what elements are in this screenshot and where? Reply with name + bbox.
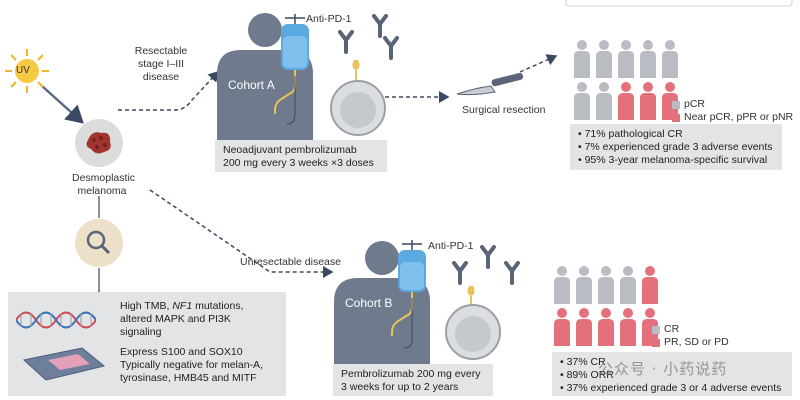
uv-label: UV [16, 65, 30, 76]
t-cell-icon [445, 286, 501, 360]
person-icon [574, 82, 590, 120]
cohort-a-regimen-line1: Neoadjuvant pembrolizumab [223, 144, 357, 156]
genomic-line3: signaling [120, 326, 162, 338]
resectable-arrow [118, 70, 220, 111]
legend-label-pr-sd-pd: PR, SD or PD [664, 336, 729, 348]
person-icon [554, 266, 570, 304]
cohort-a-grid [574, 40, 678, 120]
features-box [8, 292, 286, 396]
cohort-a-stat: 7% experienced grade 3 adverse events [578, 141, 774, 154]
antibody-icon [338, 14, 399, 60]
person-icon [596, 82, 612, 120]
slide-icon [22, 347, 106, 381]
ihc-line3: tyrosinase, HMB45 and MITF [120, 372, 257, 384]
genomic-features: High TMB, NF1 mutations, altered MAPK an… [120, 300, 244, 339]
genomic-nf1: NF1 [172, 300, 193, 312]
melanoma-label-line1: Desmoplastic [72, 172, 136, 184]
melanoma-label-line2: melanoma [77, 185, 127, 197]
person-icon [618, 82, 634, 120]
legend-item-pr-sd-pd: PR, SD or PD [652, 336, 729, 349]
person-icon [574, 40, 590, 78]
ihc-line2: Typically negative for melan-A, [120, 359, 263, 371]
uv-arrow [41, 85, 84, 124]
cohort-a-person [217, 13, 313, 142]
person-icon [576, 308, 592, 346]
genomic-text-b: mutations, [192, 300, 244, 312]
cohort-b-stats-box: 37% CR 89% ORR 37% experienced grade 3 o… [552, 352, 792, 396]
resectable-line2: stage I–III [137, 58, 185, 70]
genomic-line2: altered MAPK and PI3K [120, 313, 231, 325]
person-icon [576, 266, 592, 304]
cohort-b-regimen-line1: Pembrolizumab 200 mg every [341, 368, 481, 380]
person-icon [554, 308, 570, 346]
legend-label-cr: CR [664, 323, 680, 335]
watermark: 公众号 · 小药说药 [598, 360, 728, 378]
scalpel-icon [456, 72, 524, 96]
melanoma-label: Desmoplastic melanoma [72, 172, 136, 198]
legend-label-pcr: pCR [684, 98, 706, 110]
cohort-b-label: Cohort B [345, 296, 393, 310]
person-icon [640, 40, 656, 78]
cohort-b-person [334, 241, 430, 366]
cohort-b-drug-label: Anti-PD-1 [428, 240, 474, 252]
ihc-features: Express S100 and SOX10 Typically negativ… [120, 346, 263, 385]
iv-bag-icon [274, 14, 309, 125]
cohort-b-legend: CR PR, SD or PD [652, 323, 729, 349]
antibody-icon [452, 245, 520, 285]
cohort-a-stat: 95% 3-year melanoma-specific survival [578, 154, 774, 167]
genomic-text-a: High TMB, [120, 300, 173, 312]
magnifier-icon [75, 219, 123, 267]
cohort-a-drug-label: Anti-PD-1 [306, 13, 352, 25]
person-icon [662, 40, 678, 78]
person-icon [596, 40, 612, 78]
ihc-line1: Express S100 and SOX10 [120, 346, 243, 358]
iv-bag-icon [391, 240, 426, 349]
legend-item-cr: CR [652, 323, 729, 336]
person-icon [618, 40, 634, 78]
person-icon [620, 308, 636, 346]
unresectable-label: Unresectable disease [240, 256, 341, 268]
genomic-line1: High TMB, NF1 mutations, [120, 300, 244, 313]
person-icon [642, 266, 658, 304]
legend-item-pcr: pCR [672, 98, 793, 111]
cohort-a-legend: pCR Near pCR, pPR or pNR [672, 98, 793, 124]
surgery-label: Surgical resection [462, 104, 546, 116]
cohort-b-regimen-box: Pembrolizumab 200 mg every 3 weeks for u… [333, 364, 493, 396]
person-icon [640, 82, 656, 120]
cohort-b-grid [554, 266, 658, 346]
cohort-a-regimen-line2: 200 mg every 3 weeks ×3 doses [223, 157, 374, 169]
resectable-line3: disease [142, 71, 180, 83]
uv-icon [5, 49, 49, 93]
person-icon [598, 308, 614, 346]
cohort-a-stats-box: 71% pathological CR 7% experienced grade… [570, 124, 782, 170]
cohort-b-stat: 89% ORR [560, 369, 784, 382]
legend-item-near-pcr: Near pCR, pPR or pNR [672, 111, 793, 124]
legend-label-near-pcr: Near pCR, pPR or pNR [684, 111, 794, 123]
dna-icon [16, 311, 96, 329]
person-icon [662, 82, 678, 120]
cohort-a-label: Cohort A [228, 78, 275, 92]
cohort-a-regimen-box: Neoadjuvant pembrolizumab 200 mg every 3… [215, 140, 387, 172]
person-icon [598, 266, 614, 304]
cohort-a-stat: 71% pathological CR [578, 128, 774, 141]
resectable-label: Resectable stage I–III disease [120, 45, 202, 84]
cohort-b-regimen-line2: 3 weeks for up to 2 years [341, 381, 459, 393]
resectable-line1: Resectable [134, 45, 188, 57]
results-arrow [519, 54, 558, 73]
cohort-b-stat: 37% experienced grade 3 or 4 adverse eve… [560, 382, 784, 395]
melanoma-icon [75, 119, 123, 167]
person-icon [620, 266, 636, 304]
cohort-b-stat: 37% CR [560, 356, 784, 369]
t-cell-icon [330, 60, 386, 136]
